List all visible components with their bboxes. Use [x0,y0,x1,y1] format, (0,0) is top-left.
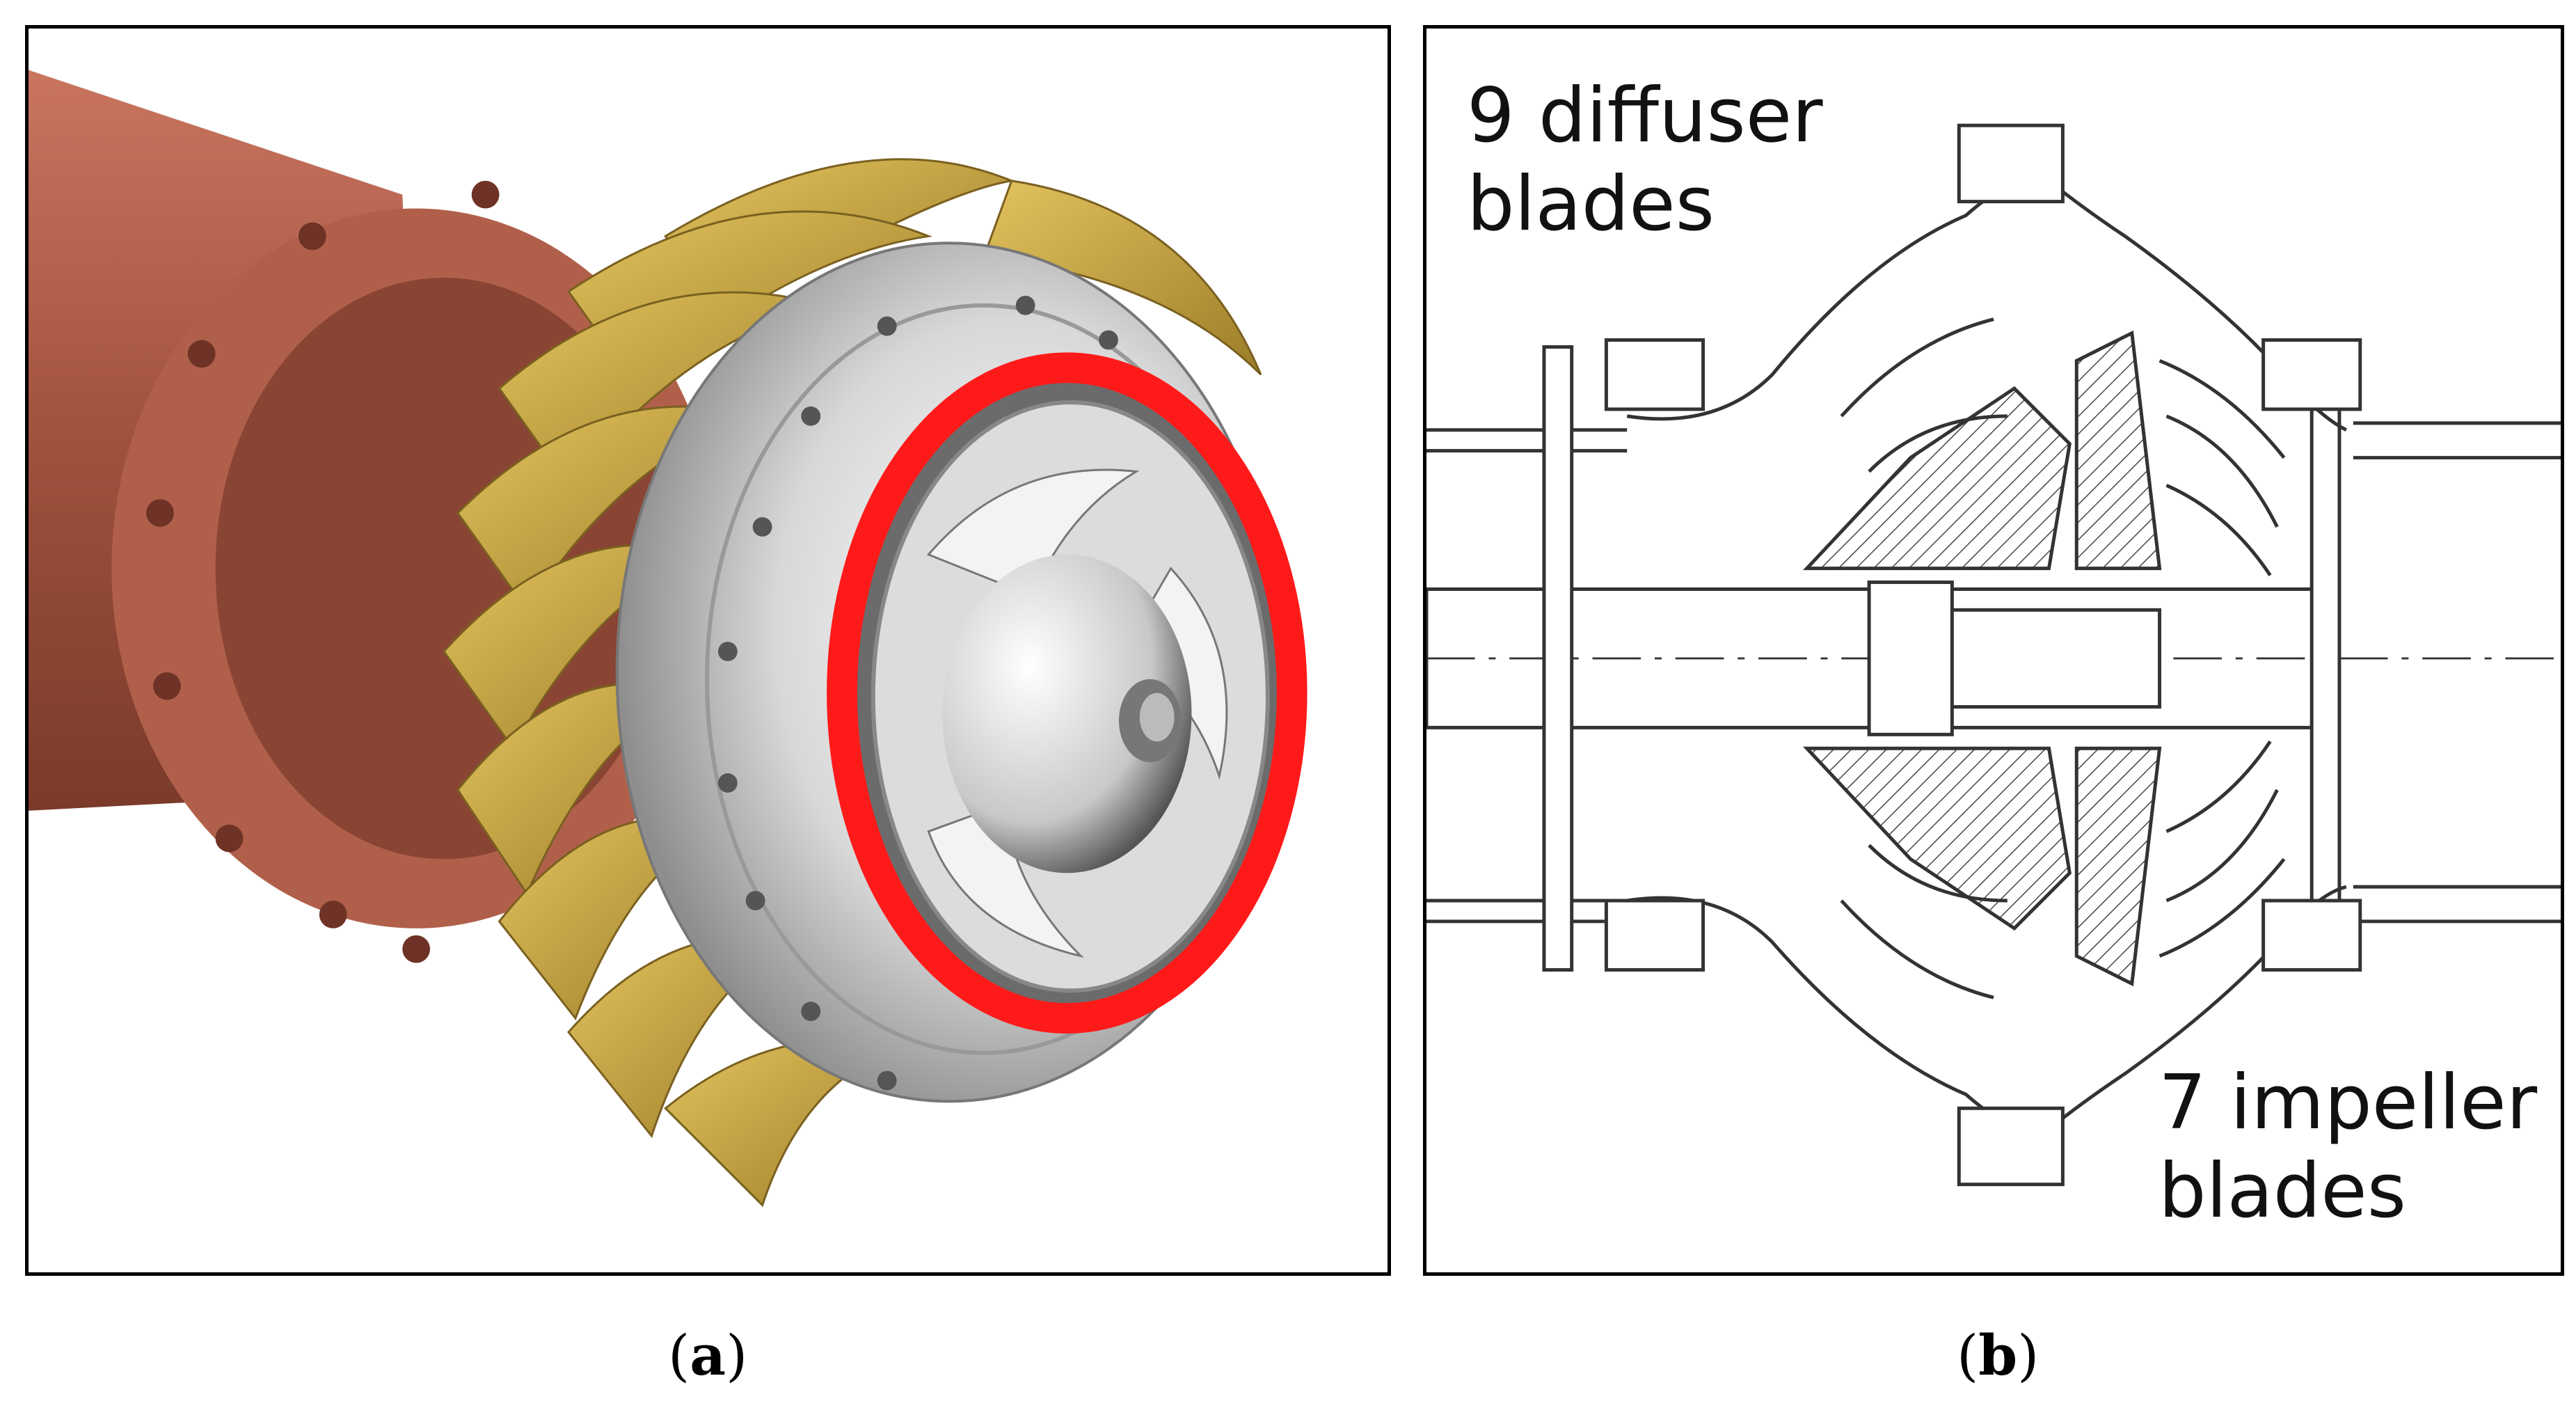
pump-cross-section-drawing-icon [1426,123,2561,1187]
panel-b-cross-section: 9 diffuser blades 7 impeller blades [1423,25,2564,1276]
impeller-blades-label: 7 impeller blades [2158,1059,2538,1235]
pump-3d-render-icon [29,70,1307,1208]
panel-a-render [25,25,1391,1276]
caption-b: (b) [1957,1322,2040,1388]
diffuser-blades-label: 9 diffuser blades [1467,72,1823,248]
caption-a: (a) [668,1322,748,1388]
